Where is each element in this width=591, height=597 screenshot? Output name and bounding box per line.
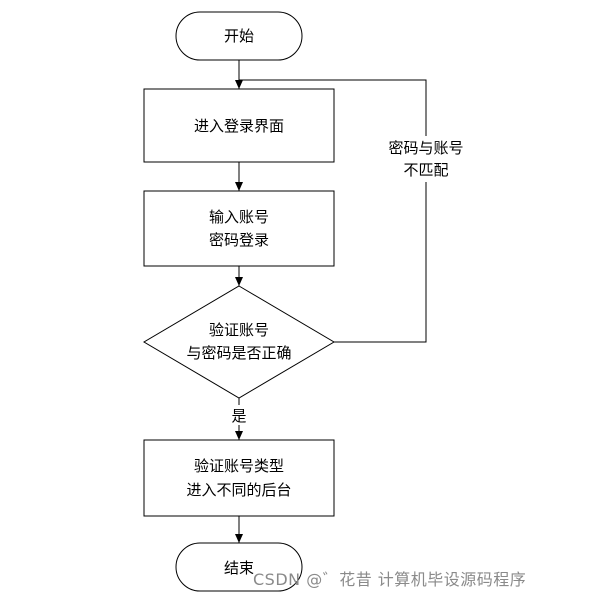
verify-label-line1: 验证账号 [209,321,269,339]
mismatch-label-line2: 不匹配 [403,161,448,179]
route-label-line2: 进入不同的后台 [186,481,291,499]
yes-label-bg [228,405,250,425]
input-node: 输入账号 密码登录 [143,190,335,267]
end-label: 结束 [224,559,254,577]
input-label-line1: 输入账号 [209,208,269,226]
watermark: CSDN @゛花昔 计算机毕设源码程序 [253,570,527,589]
mismatch-label-bg [376,136,476,182]
route-label-line1: 验证账号类型 [194,457,284,475]
mismatch-label-line1: 密码与账号 [388,139,463,157]
end-node: 结束 [175,542,303,592]
verify-label-line2: 与密码是否正确 [186,344,291,362]
yes-label: 是 [231,407,246,425]
input-label-line2: 密码登录 [209,231,269,249]
start-node: 开始 [175,11,303,61]
edge-mismatch-loop [239,79,427,343]
login-page-node: 进入登录界面 [143,88,335,163]
login-page-label: 进入登录界面 [194,117,284,135]
verify-decision-node: 验证账号 与密码是否正确 [143,285,335,399]
route-node: 验证账号类型 进入不同的后台 [143,439,335,517]
start-label: 开始 [224,27,254,45]
